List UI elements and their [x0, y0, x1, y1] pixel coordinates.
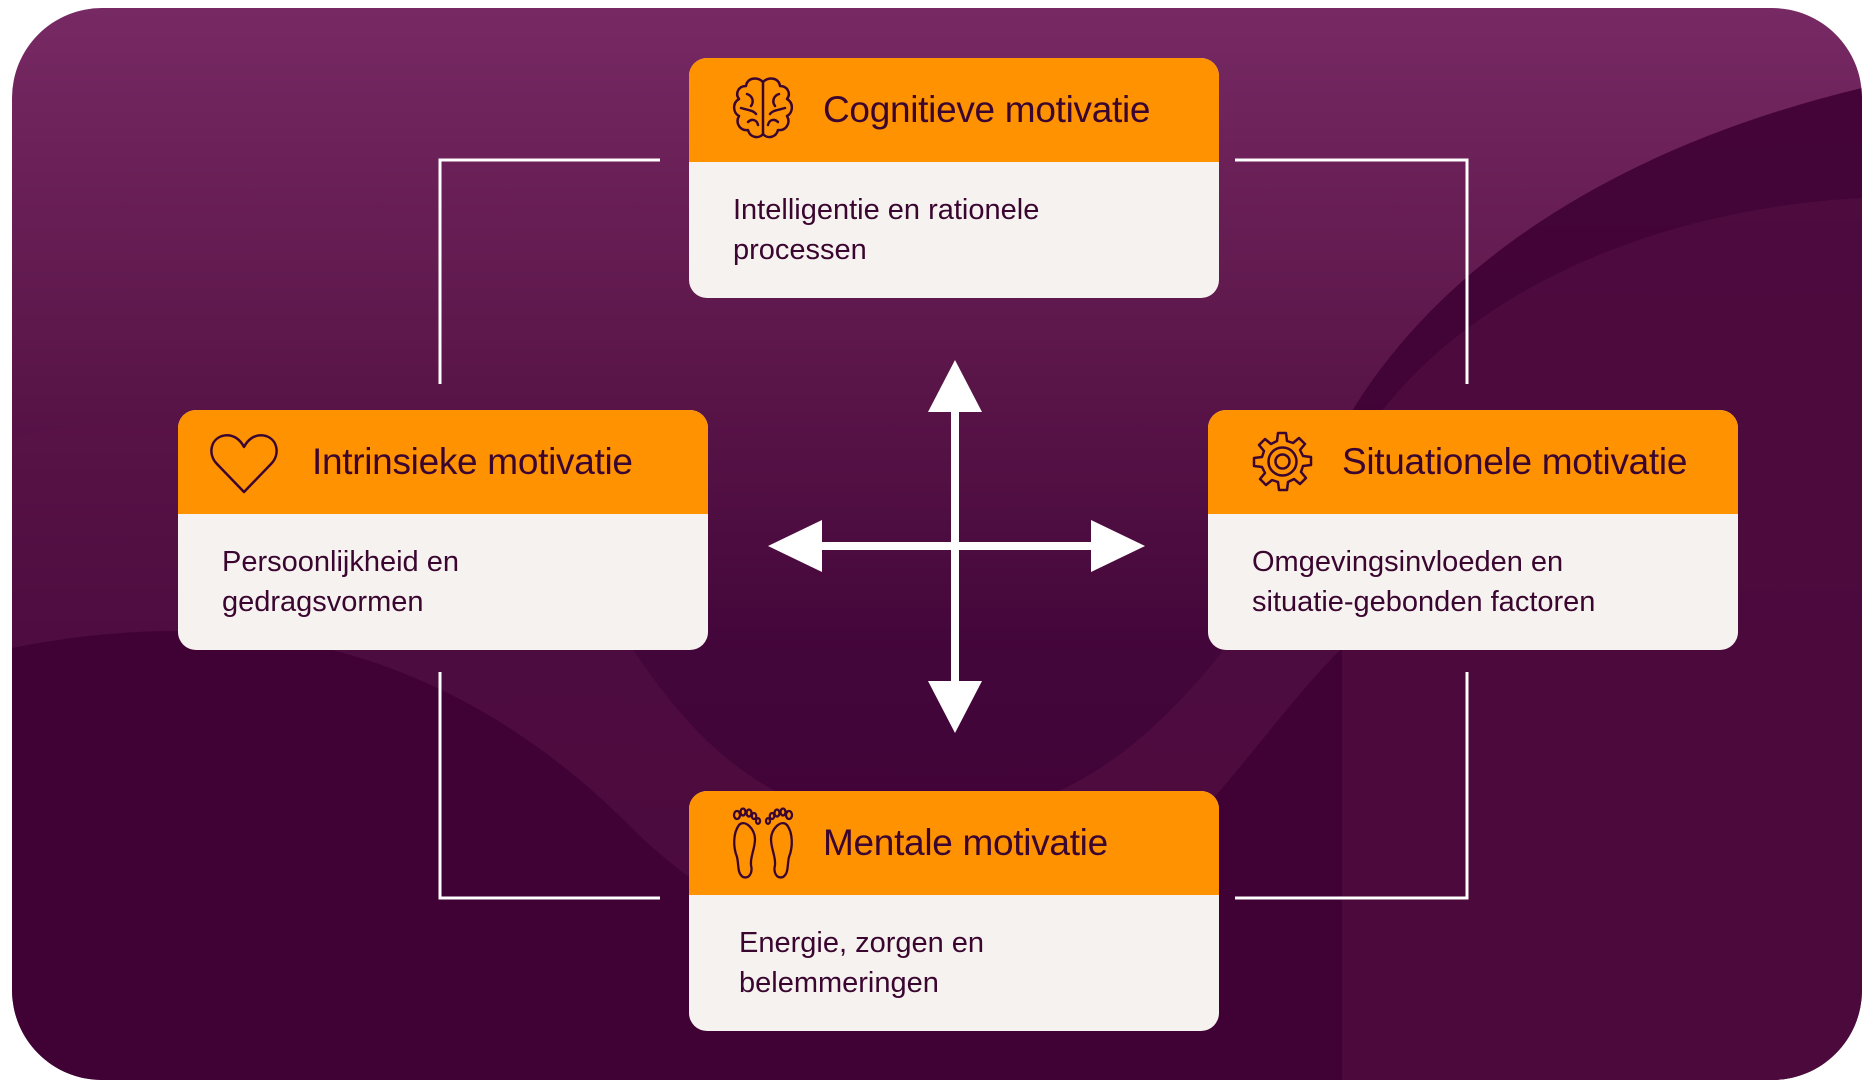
- connector-bottom-right: [1235, 672, 1469, 900]
- heart-icon: [210, 434, 278, 494]
- brain-icon: [732, 77, 794, 139]
- connector-bottom-left: [438, 672, 660, 900]
- card-situational-description: Omgevingsinvloeden en situatie-gebonden …: [1252, 546, 1596, 618]
- card-mental-header: Mentale motivatie: [689, 791, 1219, 895]
- arrow-down-icon: [928, 681, 982, 733]
- connector-top-right: [1235, 158, 1469, 384]
- connector-lines: [438, 158, 1469, 900]
- connector-top-left: [438, 158, 660, 384]
- gear-icon: [1252, 431, 1313, 492]
- card-cognitive-description: Intelligentie en rationele processen: [733, 194, 1040, 266]
- arrow-left-icon: [768, 520, 822, 572]
- card-intrinsic-header: Intrinsieke motivatie: [178, 410, 708, 514]
- card-situational-title: Situationele motivatie: [1342, 441, 1688, 482]
- arrow-right-icon: [1091, 520, 1145, 572]
- diagram-panel: Cognitieve motivatie Intelligentie en ra…: [12, 8, 1862, 1080]
- card-situational: Situationele motivatie Omgevingsinvloede…: [1208, 410, 1738, 650]
- card-situational-header: Situationele motivatie: [1208, 410, 1738, 514]
- card-mental-description: Energie, zorgen en belemmeringen: [739, 927, 985, 999]
- cross-arrows: [768, 360, 1145, 733]
- card-mental: Mentale motivatie Energie, zorgen en bel…: [689, 791, 1219, 1031]
- card-intrinsic-title: Intrinsieke motivatie: [312, 441, 633, 482]
- card-cognitive: Cognitieve motivatie Intelligentie en ra…: [689, 58, 1219, 298]
- card-cognitive-title: Cognitieve motivatie: [823, 89, 1151, 130]
- card-intrinsic-description: Persoonlijkheid en gedragsvormen: [222, 546, 459, 618]
- card-cognitive-header: Cognitieve motivatie: [689, 58, 1219, 162]
- card-intrinsic: Intrinsieke motivatie Persoonlijkheid en…: [178, 410, 708, 650]
- arrow-up-icon: [928, 360, 982, 412]
- card-mental-title: Mentale motivatie: [823, 822, 1108, 863]
- footprints-icon: [732, 807, 794, 879]
